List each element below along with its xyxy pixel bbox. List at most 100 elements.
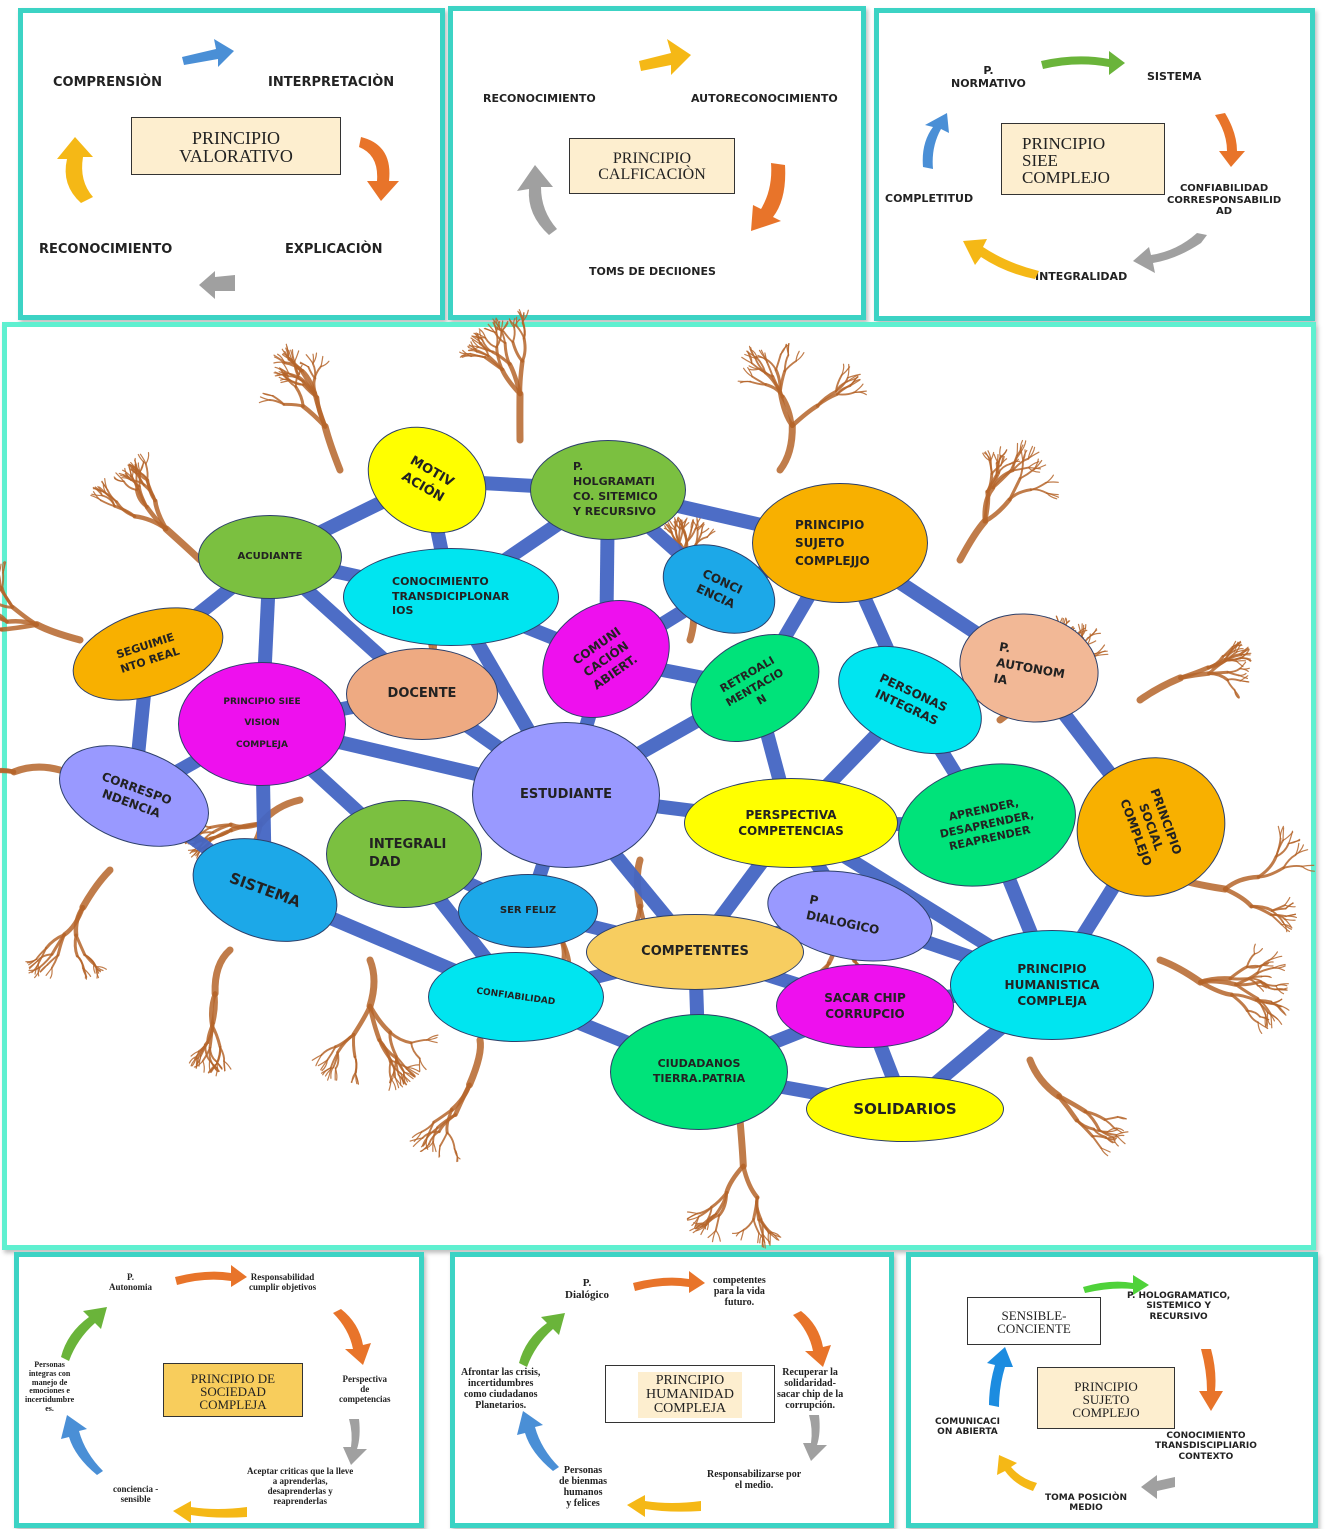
node-estudiante: ESTUDIANTE (472, 722, 660, 868)
green-arrow-icon (519, 1313, 565, 1367)
node-competentes-label: COMPETENTES (641, 944, 749, 960)
aceptar-label: Aceptar criticas que la lleve a aprender… (247, 1466, 354, 1506)
gray-arrow-icon (1141, 1475, 1175, 1499)
node-comunicacion-label: COMUNI CACIÓN ABIERT. (570, 624, 641, 693)
orange-arrow-icon (359, 137, 399, 201)
sensible-label: SENSIBLE- CONCIENTE (997, 1308, 1071, 1336)
yellow-arrow-icon (963, 239, 1039, 279)
panel-principio-valorativo: COMPRENSIÒN INTERPRETACIÒN RECONOCIMIENT… (18, 8, 445, 320)
yellow-arrow-icon (639, 39, 691, 75)
yellow-arrow-icon (997, 1455, 1037, 1491)
personas-label: Personas de bienmas humanos y felices (559, 1465, 608, 1509)
personas-label: Personas integras con manejo de emocione… (25, 1360, 75, 1413)
node-solidarios-label: SOLIDARIOS (853, 1099, 957, 1118)
principio-calificacion-box: PRINCIPIO CALFICACIÒN (569, 138, 735, 194)
node-perspectiva-competencias: PERSPECTIVA COMPETENCIAS (684, 778, 898, 868)
dialogico-label: P. Dialógico (565, 1277, 609, 1302)
gray-arrow-icon (199, 271, 235, 299)
node-seguimiento-label: SEGUIMIE NTO REAL (114, 630, 182, 676)
holografico-label: P. HOLOGRAMATICO, SISTEMICO Y RECURSIVO (1127, 1291, 1231, 1322)
node-integralidad-label: INTEGRALI DAD (369, 837, 447, 870)
normativo-label: P. NORMATIVO (951, 64, 1026, 90)
perspectiva-label: Perspectiva de competencias (339, 1374, 391, 1404)
node-competentes: COMPETENTES (586, 914, 804, 990)
orange-arrow-icon (175, 1265, 247, 1287)
node-ciudadanos: CIUDADANOS TIERRA.PATRIA (610, 1014, 788, 1130)
explicacion-label: EXPLICACIÒN (285, 242, 383, 257)
confiabilidad-label: CONFIABILIDAD CORRESPONSABILID AD (1167, 183, 1282, 217)
panel-principio-sujeto: SENSIBLE- CONCIENTE P. HOLOGRAMATICO, SI… (906, 1252, 1318, 1528)
node-ser-feliz: SER FELIZ (458, 874, 598, 948)
node-ser-feliz-label: SER FELIZ (499, 905, 557, 917)
orange-arrow-icon (751, 163, 786, 231)
node-confiabilidad-label: CONFIABILIDAD (475, 986, 557, 1008)
node-confiabilidad: CONFIABILIDAD (428, 952, 604, 1042)
blue-arrow-icon (61, 1415, 103, 1475)
principio-sujeto-box: PRINCIPIO SUJETO COMPLEJO (1037, 1367, 1175, 1429)
responsabilidad-label: Responsabilidad cumplir objetivos (249, 1272, 317, 1292)
principio-sociedad-box: PRINCIPIO DE SOCIEDAD COMPLEJA (163, 1363, 303, 1417)
completitud-label: COMPLETITUD (885, 192, 974, 205)
conocimiento-label: CONOCIMIENTO TRANSDISCIPLIARIO CONTEXTO (1155, 1431, 1257, 1462)
reconocimiento-label: RECONOCIMIENTO (39, 242, 173, 257)
green-arrow-icon (1041, 51, 1125, 75)
sistema-label: SISTEMA (1147, 70, 1202, 83)
node-conciencia-label: CONCI ENCIA (694, 566, 745, 612)
node-conocimiento: CONOCIMIENTO TRANSDICIPLONAR IOS (343, 548, 559, 646)
gray-arrow-icon (1133, 233, 1207, 273)
node-correspondencia-label: CORRESPO NDENCIA (99, 769, 174, 821)
node-principio-humanistica: PRINCIPIO HUMANISTICA COMPLEJA (950, 930, 1154, 1040)
node-motivacion-label: MOTIV ACIÓN (398, 453, 456, 506)
node-conocimiento-label: CONOCIMIENTO TRANSDICIPLONAR IOS (392, 574, 510, 618)
gray-arrow-icon (803, 1415, 827, 1461)
node-acudiante-label: ACUDIANTE (237, 551, 303, 563)
blue-arrow-icon (182, 39, 234, 67)
panel-principio-siee: P. NORMATIVO SISTEMA CONFIABILIDAD CORRE… (874, 8, 1315, 321)
panel-principio-sociedad: P. Autonomia Responsabilidad cumplir obj… (14, 1252, 424, 1528)
conciencia-label: conciencia - sensible (113, 1484, 159, 1504)
node-sacar-chip: SACAR CHIP CORRUPCIO (776, 964, 954, 1048)
node-retroalimentacion-label: RETROALI MENTACIO N (717, 653, 786, 709)
comprension-label: COMPRENSIÒN (53, 75, 162, 90)
integralidad-label: INTEGRALIDAD (1035, 270, 1128, 283)
node-aprender-label: APRENDER, DESAPRENDER, REAPRENDER (938, 795, 1036, 854)
toma-posicion-label: TOMA POSICIÒN MEDIO (1045, 1493, 1128, 1514)
node-docente-label: DOCENTE (387, 686, 457, 702)
orange-arrow-icon (1215, 113, 1245, 167)
comunicacion-label: COMUNICACI ON ABIERTA (935, 1417, 1000, 1438)
toma-decisiones-label: TOMS DE DECIIONES (589, 265, 716, 278)
yellow-arrow-icon (57, 137, 93, 203)
node-solidarios: SOLIDARIOS (806, 1076, 1004, 1142)
node-dialogico-label: P DIALOGICO (804, 892, 881, 938)
interpretacion-label: INTERPRETACIÒN (268, 75, 395, 90)
recuperar-label: Recuperar la solidaridad- sacar chip de … (777, 1367, 844, 1411)
node-holgramatico: P. HOLGRAMATI CO. SITEMICO Y RECURSIVO (530, 440, 686, 540)
orange-arrow-icon (1199, 1349, 1223, 1411)
principio-humanidad-title: PRINCIPIO HUMANIDAD COMPLEJA (638, 1372, 742, 1418)
yellow-arrow-icon (173, 1501, 247, 1523)
principio-valorativo-box: PRINCIPIO VALORATIVO (131, 117, 341, 175)
principio-calificacion-title: PRINCIPIO CALFICACIÒN (598, 150, 706, 183)
yellow-arrow-icon (627, 1495, 701, 1517)
orange-arrow-icon (333, 1309, 371, 1365)
gray-arrow-icon (343, 1419, 367, 1465)
principio-valorativo-title: PRINCIPIO VALORATIVO (179, 128, 293, 166)
blue-arrow-icon (987, 1347, 1013, 1407)
afrontar-label: Afrontar las crisis, incertidumbres como… (461, 1367, 541, 1411)
principio-siee-title: PRINCIPIO SIEE COMPLEJO (1022, 133, 1110, 187)
tree-roots-decoration (0, 309, 1315, 1249)
blue-arrow-icon (922, 113, 949, 169)
node-docente: DOCENTE (346, 648, 498, 740)
panel-principio-humanidad: P. Dialógico competentes para la vida fu… (450, 1252, 894, 1528)
node-ciudadanos-label: CIUDADANOS TIERRA.PATRIA (652, 1057, 746, 1085)
competentes-label: competentes para la vida futuro. (713, 1275, 766, 1308)
blue-arrow-icon (517, 1411, 559, 1471)
orange-arrow-icon (633, 1271, 705, 1293)
node-humanistica-label: PRINCIPIO HUMANISTICA COMPLEJA (1004, 961, 1100, 1009)
principio-siee-box: PRINCIPIO SIEE COMPLEJO (1001, 123, 1165, 195)
autonomia-label: P. Autonomia (109, 1272, 153, 1292)
node-acudiante: ACUDIANTE (198, 515, 342, 599)
node-sujeto-label: PRINCIPIO SUJETO COMPLEJJO (795, 518, 870, 568)
panel-principio-calificacion: RECONOCIMIENTO AUTORECONOCIMIENTO TOMS D… (448, 6, 866, 320)
node-sacar-chip-label: SACAR CHIP CORRUPCIO (824, 990, 906, 1021)
